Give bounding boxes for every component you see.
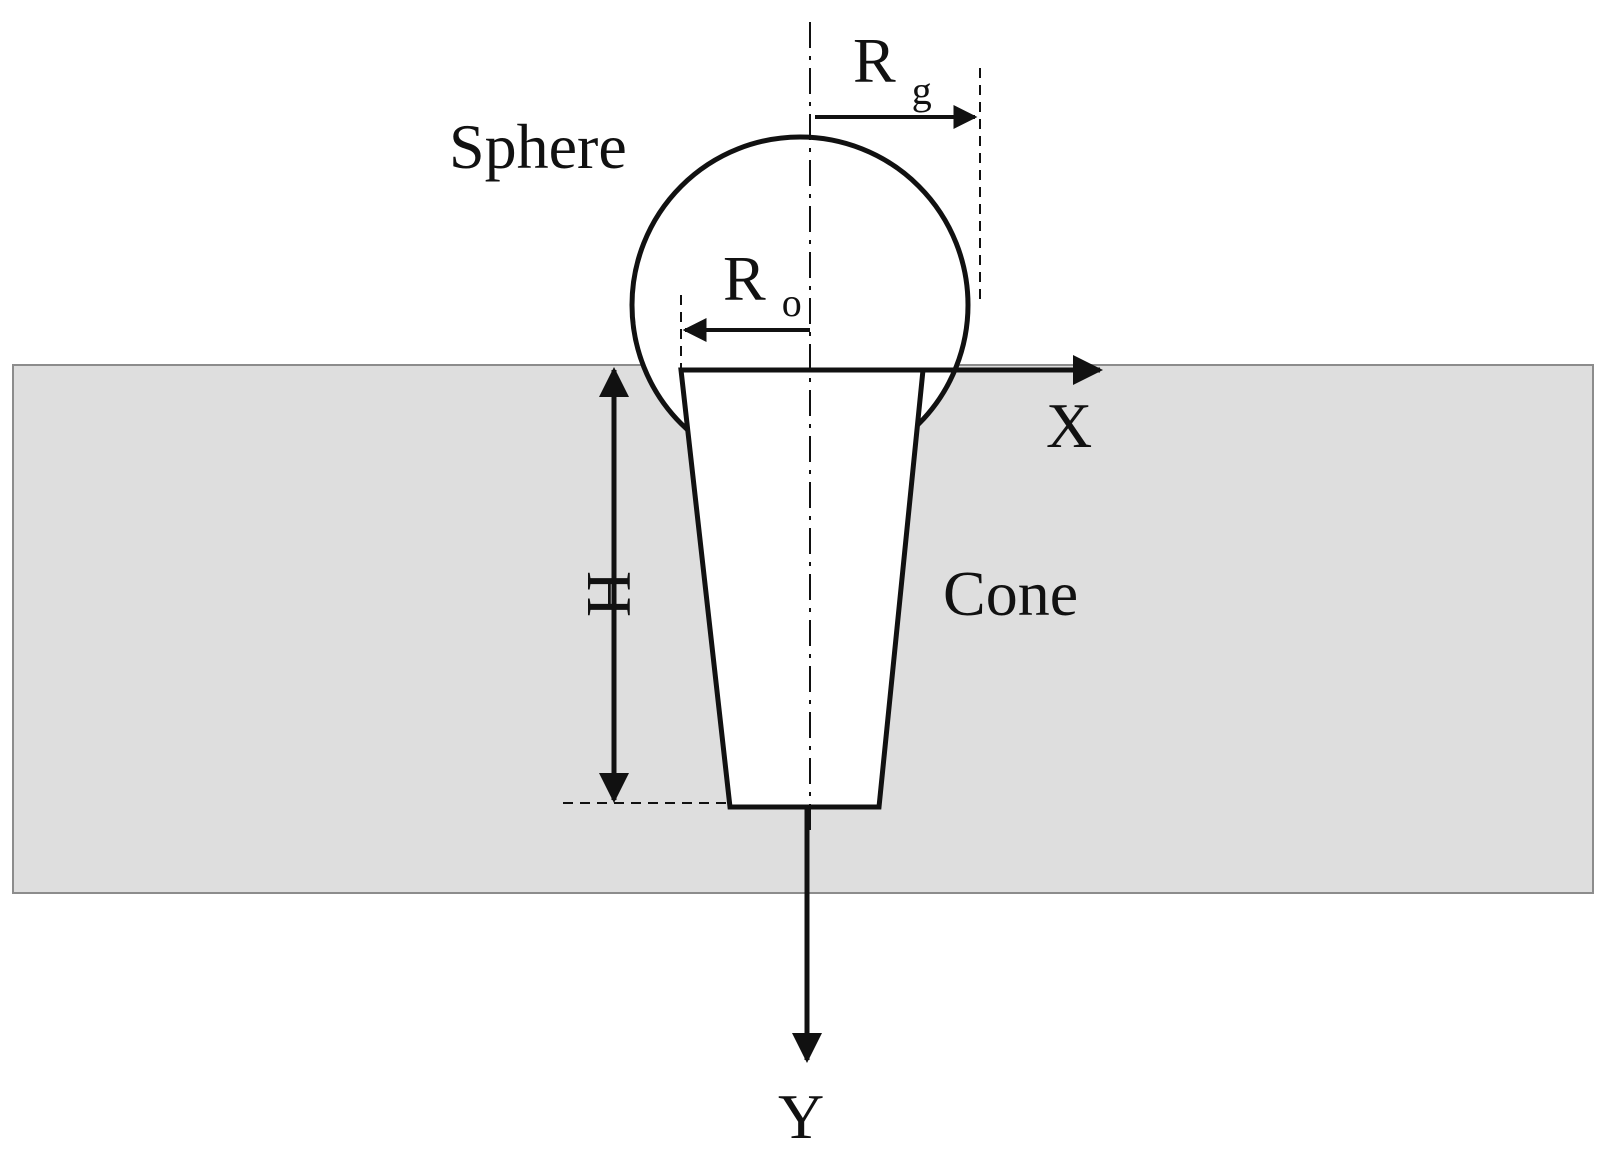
y-axis-label: Y xyxy=(778,1081,824,1152)
rg-label: R g xyxy=(853,25,932,113)
rg-label-subscript: g xyxy=(912,68,932,113)
cone-label: Cone xyxy=(943,558,1078,629)
sphere-label: Sphere xyxy=(449,111,627,182)
ro-label-subscript: o xyxy=(782,280,802,325)
ro-label-main: R xyxy=(723,243,766,314)
height-label: H xyxy=(574,571,645,617)
ro-label: R o xyxy=(723,243,802,325)
rg-label-main: R xyxy=(853,25,896,96)
x-axis-label: X xyxy=(1046,390,1092,461)
